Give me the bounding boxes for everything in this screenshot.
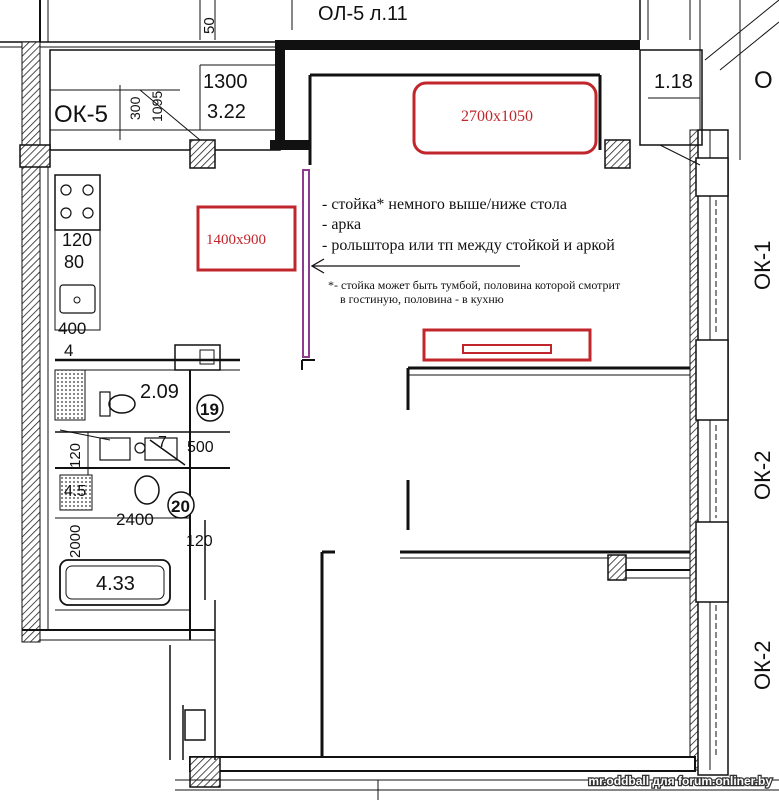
- top-structure: [0, 0, 779, 160]
- dim-2400: 2400: [116, 510, 154, 529]
- dim-2000: 2000: [67, 525, 84, 558]
- dim-1300: 1300: [203, 71, 248, 93]
- dim-4-5: 4.5: [64, 483, 86, 500]
- room-19-circle: [196, 394, 224, 422]
- area-3-22: 3.22: [207, 101, 246, 123]
- tv-stand-box: [422, 328, 592, 362]
- door-jamb-bottom: [184, 709, 206, 741]
- column-left-edge: [19, 144, 51, 168]
- footnote-line-2: в гостиную, половина - в кухню: [340, 292, 504, 306]
- dim-50: 50: [201, 17, 218, 34]
- note-bullet-1: - стойка* немного выше/ниже стола: [322, 196, 567, 213]
- window-ok2-a: ОК-2: [750, 451, 775, 501]
- window-o-partial: О: [754, 67, 773, 94]
- watermark: mr.oddball для forum.onliner.by: [588, 774, 772, 788]
- counter-box-label: 1400x900: [206, 232, 266, 248]
- dim-400: 400: [58, 319, 86, 338]
- kitchen-box-label: 2700x1050: [461, 108, 533, 125]
- dim-500: 500: [187, 439, 214, 456]
- dim-80: 80: [64, 252, 84, 272]
- column-left: [189, 139, 216, 169]
- window-ok1: ОК-1: [750, 241, 775, 291]
- dim-7: 7: [158, 434, 167, 451]
- balcony-right: [639, 49, 703, 166]
- window-ok5: ОК-5: [54, 101, 108, 128]
- outer-walls: [21, 40, 779, 800]
- area-2-09: 2.09: [140, 381, 179, 403]
- footnote-line-1: *- стойка может быть тумбой, половина ко…: [328, 278, 621, 292]
- pointer-arrowhead: [310, 258, 325, 274]
- dim-120-b: 120: [67, 443, 84, 468]
- area-4-33: 4.33: [96, 573, 135, 595]
- counter-line: [302, 169, 310, 358]
- kitchen-box: [412, 81, 598, 155]
- dim-300: 300: [127, 96, 143, 120]
- dim-1095: 1095: [149, 91, 165, 122]
- counter-box: [196, 205, 297, 272]
- room-20: 20: [171, 497, 190, 516]
- balcony-left: [49, 49, 281, 151]
- wet-zone: [54, 174, 240, 640]
- interior-walls: [301, 359, 690, 757]
- room-20-circle: [167, 491, 195, 519]
- column-right: [604, 139, 631, 169]
- dim-120-a: 120: [62, 230, 92, 250]
- dim-4: 4: [64, 341, 73, 360]
- room-19: 19: [200, 400, 219, 419]
- column-middle: [607, 554, 627, 581]
- window-ok2-b: ОК-2: [750, 641, 775, 691]
- note-bullet-3: - рольштора или тп между стойкой и аркой: [322, 237, 615, 254]
- note-bullet-2: - арка: [322, 216, 361, 233]
- tv-stand-inner: [462, 344, 552, 354]
- top-label: ОЛ-5 л.11: [318, 3, 408, 25]
- dim-120-c: 120: [186, 533, 213, 550]
- area-1-18: 1.18: [654, 71, 693, 93]
